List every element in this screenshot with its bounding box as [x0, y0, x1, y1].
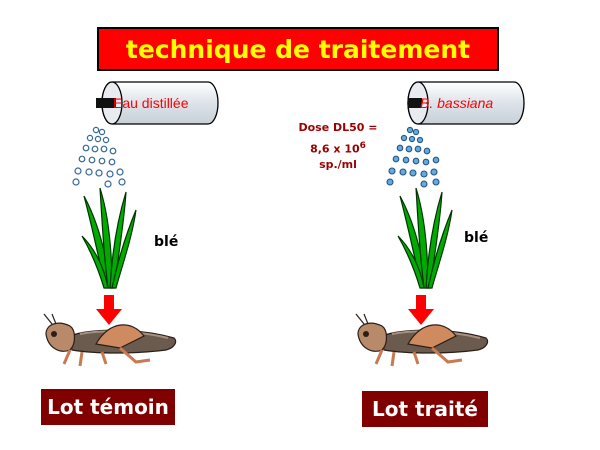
left-wheat-plant-icon: [81, 187, 137, 289]
left-can-label: Eau distillée: [113, 95, 189, 111]
right-spore-droplets-icon: [386, 126, 440, 188]
left-lot-box: Lot témoin: [41, 389, 175, 425]
right-spray-can-icon: [407, 81, 525, 125]
right-locust-icon: [355, 313, 489, 367]
dose-line-1: Dose DL50 =: [298, 121, 378, 134]
left-down-arrow-icon: [96, 295, 122, 325]
right-wheat-plant-icon: [397, 187, 453, 289]
title-banner: technique de traitement: [97, 27, 499, 71]
dose-line-2: 8,6 x 106: [310, 141, 366, 156]
right-lot-label: Lot traité: [372, 397, 478, 421]
right-plant-label: blé: [464, 230, 489, 246]
left-plant-label: blé: [154, 234, 179, 250]
left-lot-label: Lot témoin: [47, 395, 169, 419]
left-spray-can-icon: [96, 81, 219, 125]
dose-text: Dose DL50 = 8,6 x 106 sp./ml: [278, 118, 398, 174]
dose-line-3: sp./ml: [319, 157, 357, 171]
left-water-droplets-icon: [72, 126, 126, 188]
right-lot-box: Lot traité: [362, 391, 488, 427]
right-down-arrow-icon: [408, 295, 434, 325]
left-locust-icon: [43, 313, 177, 367]
right-can-label: B. bassiana: [420, 95, 494, 111]
page-title: technique de traitement: [125, 34, 471, 64]
